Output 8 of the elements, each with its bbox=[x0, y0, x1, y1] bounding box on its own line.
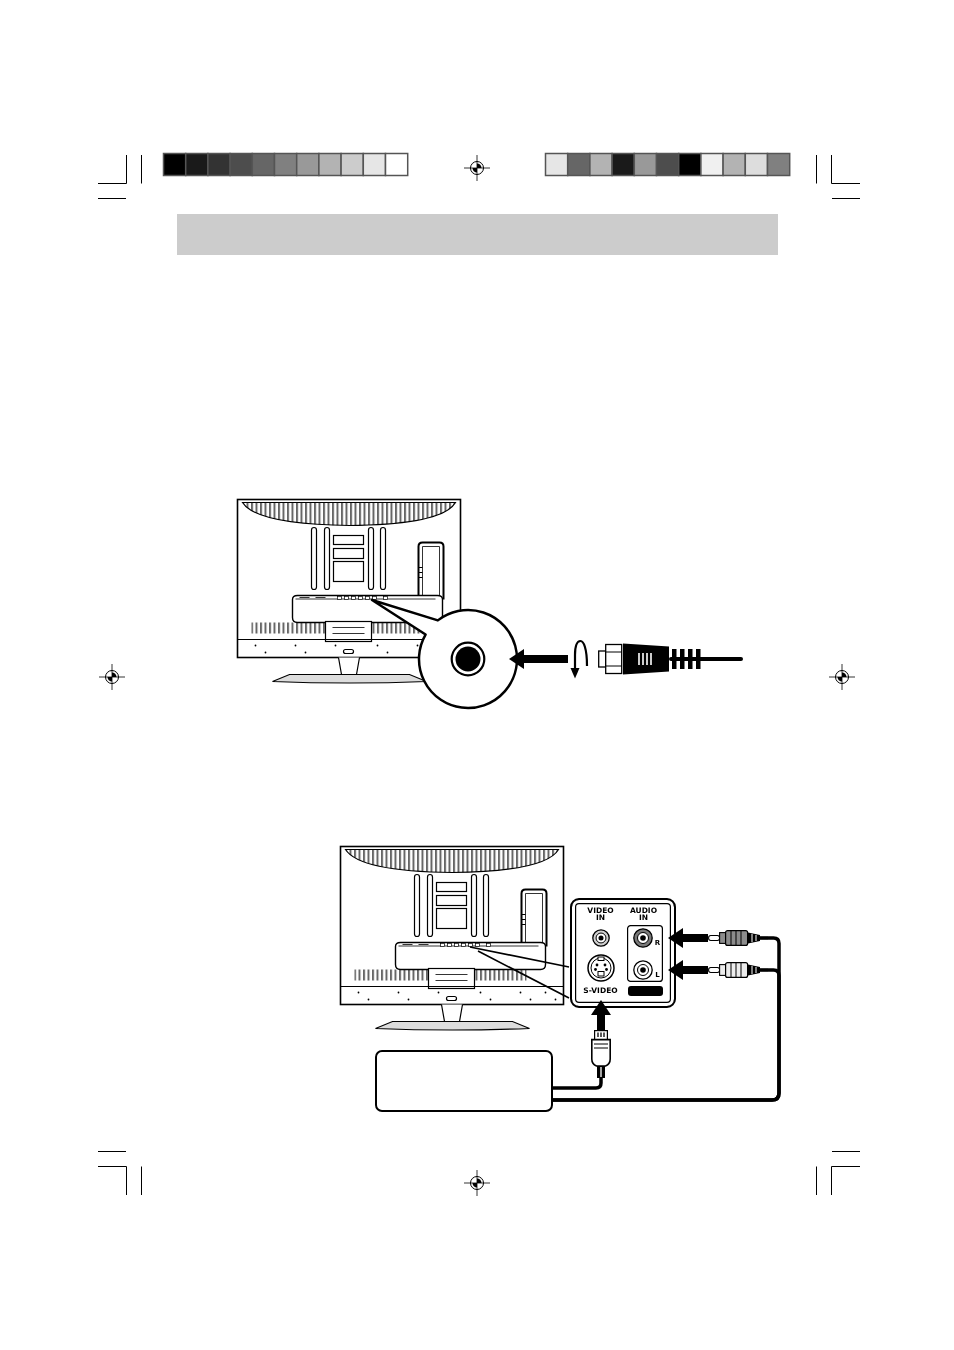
s-video-plug-icon bbox=[590, 1030, 612, 1078]
cable bbox=[553, 1078, 603, 1090]
rca-plug-icon bbox=[708, 962, 768, 978]
cable bbox=[553, 968, 781, 1102]
connector-panel bbox=[570, 898, 676, 1008]
arrow bbox=[591, 1000, 611, 1030]
rca-plug-icon bbox=[708, 930, 768, 946]
device-box bbox=[375, 1050, 553, 1112]
